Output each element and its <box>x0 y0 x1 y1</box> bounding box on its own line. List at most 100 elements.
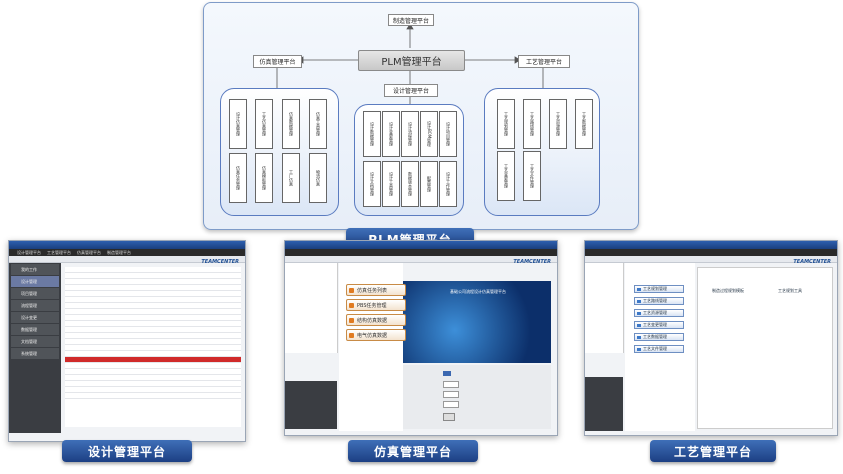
design-module: 数据版本管理 <box>401 161 419 207</box>
table-row[interactable] <box>65 363 241 369</box>
sidebar-item[interactable]: 我的工作 <box>11 264 59 275</box>
process-platform-caption: 工艺管理平台 <box>650 440 776 462</box>
sidebar-item[interactable]: 项目管理 <box>11 288 59 299</box>
window-titlebar <box>9 241 245 249</box>
process-button[interactable]: 工艺数据管理 <box>634 333 684 341</box>
sim-module: 物流仿真 <box>309 153 327 203</box>
process-modules-group: 工艺规划管理 工艺路线管理 工艺资源管理 工艺数据管理 工艺变更管理 工艺文件管… <box>484 88 600 216</box>
form-field[interactable] <box>443 391 459 398</box>
design-module: 设计BOM管理 <box>420 111 438 157</box>
toolbar <box>9 256 245 263</box>
table-row[interactable] <box>65 297 241 303</box>
table-row[interactable] <box>65 321 241 327</box>
process-button[interactable]: 工艺路线管理 <box>634 297 684 305</box>
sidebar-item[interactable]: 数据管理 <box>11 324 59 335</box>
process-button[interactable]: 工艺资源管理 <box>634 309 684 317</box>
menu-item[interactable]: 制造管理平台 <box>107 249 131 255</box>
design-module: 设计工作管理 <box>439 161 457 207</box>
table-row[interactable] <box>65 273 241 279</box>
sim-module: 工厂仿真 <box>282 153 300 203</box>
menu-item[interactable]: 仿真管理平台 <box>77 249 101 255</box>
sim-module: 仿真工具管理 <box>309 99 327 149</box>
process-module: 工艺数据管理 <box>575 99 593 149</box>
table-row[interactable] <box>65 369 241 375</box>
table-row[interactable] <box>65 333 241 339</box>
table-row[interactable] <box>65 303 241 309</box>
sim-module: 仿真数据管理 <box>282 99 300 149</box>
design-module: 设计变更管理 <box>382 111 400 157</box>
process-module: 工艺资源管理 <box>549 99 567 149</box>
sim-task-list-button[interactable]: 仿真任务列表 <box>346 284 406 296</box>
design-modules-group: 设计数据管理 设计变更管理 设计流程管理 设计BOM管理 设计项目管理 设计文档… <box>354 104 464 216</box>
sidebar-item[interactable]: 设计管理 <box>11 276 59 287</box>
manufacturing-platform-node: 制造管理平台 <box>388 14 434 26</box>
simulation-platform-screenshot: TEAMCENTER 基础公司流程设计仿真管理平台 <box>284 240 558 436</box>
table-row[interactable] <box>65 285 241 291</box>
design-platform-caption: 设计管理平台 <box>62 440 192 462</box>
process-module: 工艺规划管理 <box>497 99 515 149</box>
process-module: 工艺文件管理 <box>523 151 541 201</box>
design-module: 设计项目管理 <box>439 111 457 157</box>
table-row[interactable] <box>65 381 241 387</box>
content-panel: 制造过程规划模板 工艺规划工具 <box>697 267 833 429</box>
sidebar <box>285 381 337 429</box>
sidebar: 我的工作 设计管理 项目管理 流程管理 设计变更 数据管理 文档管理 系统管理 <box>9 263 61 433</box>
form-field[interactable] <box>443 381 459 388</box>
sidebar-item[interactable]: 设计变更 <box>11 312 59 323</box>
table-row[interactable] <box>65 279 241 285</box>
menu-bar <box>285 249 557 256</box>
pbs-task-button[interactable]: PBS任务管理 <box>346 299 406 311</box>
table-row[interactable] <box>65 393 241 399</box>
form-field[interactable] <box>443 371 451 376</box>
table-row[interactable] <box>65 375 241 381</box>
design-module: 设计数据管理 <box>363 111 381 157</box>
process-button[interactable]: 工艺规划管理 <box>634 285 684 293</box>
planning-template-link[interactable]: 制造过程规划模板 <box>712 288 744 293</box>
design-module: 配置管理 <box>420 161 438 207</box>
electrical-sim-button[interactable]: 电气仿真数据 <box>346 329 406 341</box>
table-row[interactable] <box>65 327 241 333</box>
table-row[interactable] <box>65 339 241 345</box>
table-row-highlighted[interactable] <box>65 357 241 363</box>
process-platform-screenshot: TEAMCENTER 制造过程规划模板 工艺规划工具 <box>584 240 838 436</box>
form-field[interactable] <box>443 401 459 408</box>
design-module: 设计工具管理 <box>382 161 400 207</box>
menu-bar: 设计管理平台 工艺管理平台 仿真管理平台 制造管理平台 <box>9 249 245 256</box>
table-row[interactable] <box>65 315 241 321</box>
simulation-platform-node: 仿真管理平台 <box>253 55 302 68</box>
table-row[interactable] <box>65 387 241 393</box>
process-module: 工艺路线管理 <box>523 99 541 149</box>
sim-module: 工艺仿真管理 <box>255 99 273 149</box>
table-row[interactable] <box>65 345 241 351</box>
sidebar-item[interactable]: 系统管理 <box>11 348 59 359</box>
sidebar-item[interactable]: 文档管理 <box>11 336 59 347</box>
structure-sim-button[interactable]: 结构仿真数据 <box>346 314 406 326</box>
window-titlebar <box>585 241 837 249</box>
design-module: 设计流程管理 <box>401 111 419 157</box>
parameter-form <box>403 365 551 429</box>
table-row[interactable] <box>65 267 241 273</box>
design-module: 设计文档管理 <box>363 161 381 207</box>
sim-module: 设计仿真管理 <box>229 99 247 149</box>
data-table <box>65 267 241 427</box>
process-button[interactable]: 工艺文件管理 <box>634 345 684 353</box>
sidebar-item[interactable]: 流程管理 <box>11 300 59 311</box>
sidebar <box>585 377 623 431</box>
form-button[interactable] <box>443 413 455 421</box>
teamcenter-logo: TEAMCENTER <box>793 259 831 265</box>
sim-module: 仿真任务管理 <box>229 153 247 203</box>
design-platform-node: 设计管理平台 <box>384 84 438 97</box>
table-row[interactable] <box>65 291 241 297</box>
menu-item[interactable]: 设计管理平台 <box>17 249 41 255</box>
nav-tree <box>585 263 624 353</box>
menu-item[interactable]: 工艺管理平台 <box>47 249 71 255</box>
sim-module: 仿真模板管理 <box>255 153 273 203</box>
toolbar <box>585 256 837 263</box>
table-row[interactable] <box>65 351 241 357</box>
teamcenter-logo: TEAMCENTER <box>513 259 551 265</box>
planning-tool-link[interactable]: 工艺规划工具 <box>778 288 802 293</box>
process-button[interactable]: 工艺变更管理 <box>634 321 684 329</box>
table-row[interactable] <box>65 309 241 315</box>
toolbar <box>285 256 557 263</box>
